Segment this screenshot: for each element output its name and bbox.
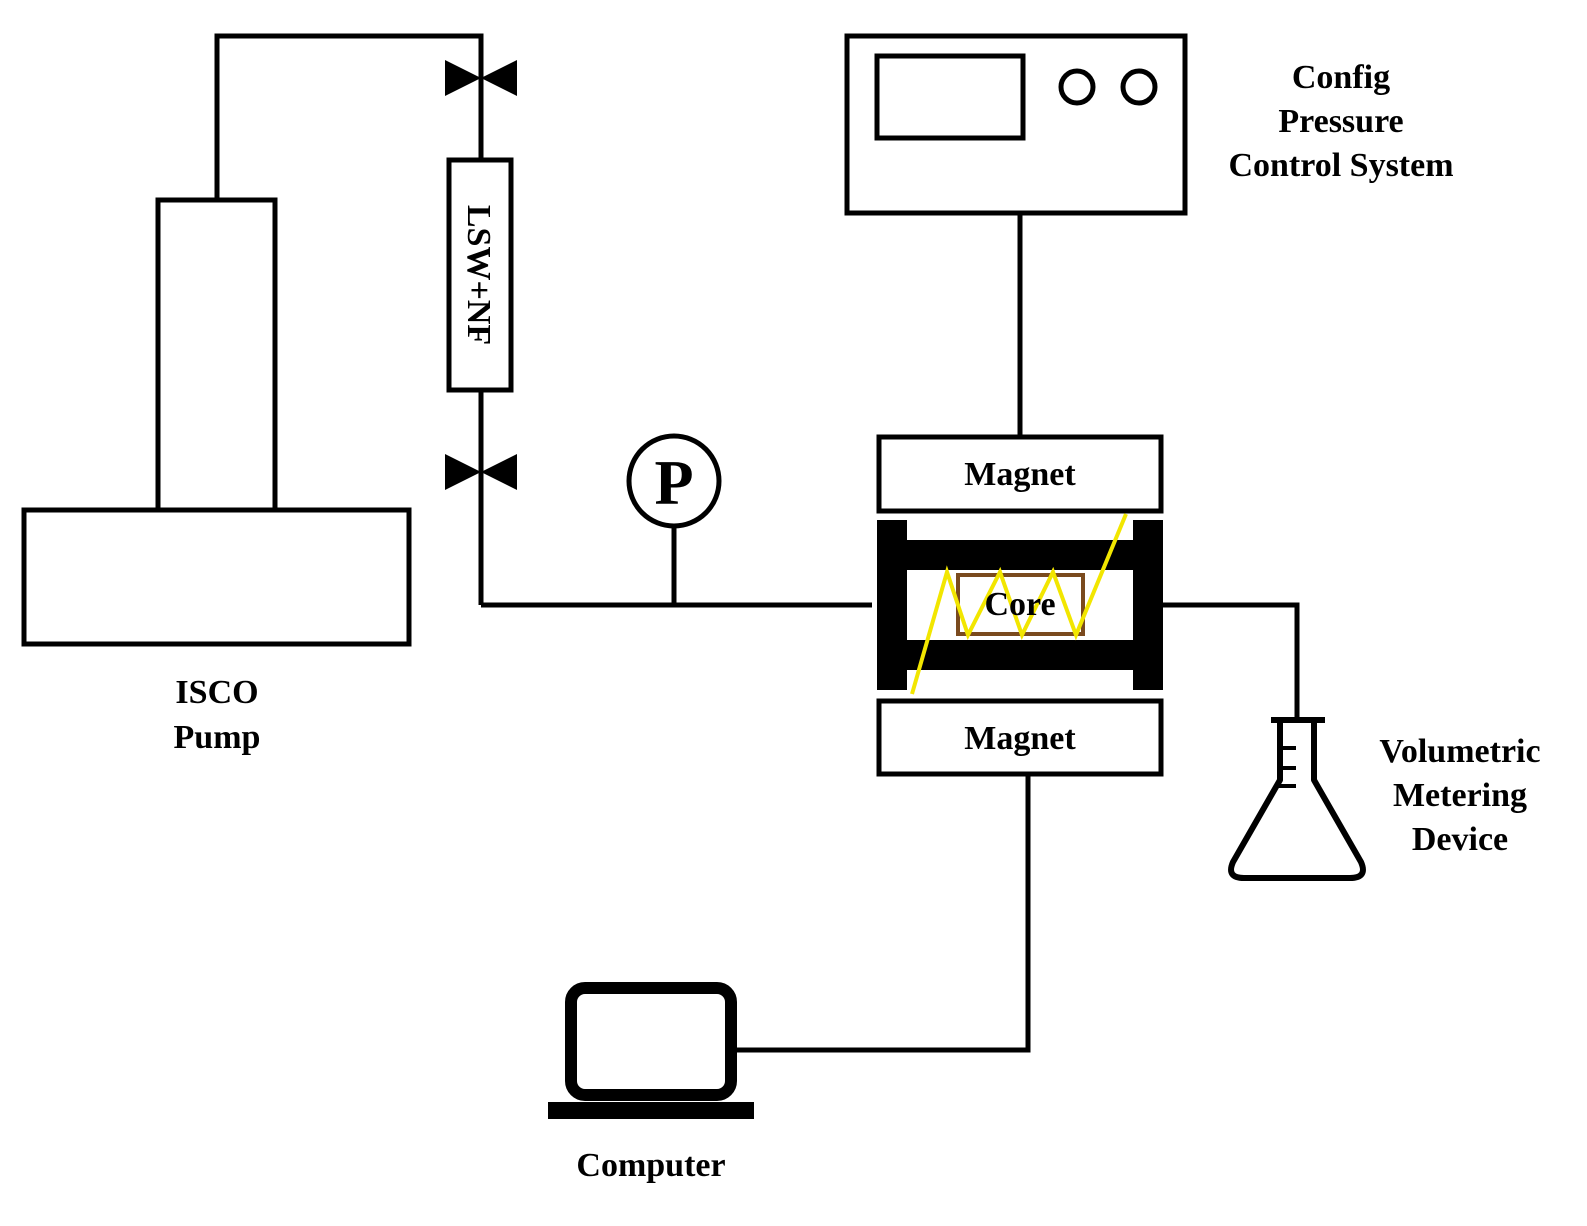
pump-cylinder xyxy=(155,197,278,513)
laptop-base xyxy=(548,1102,754,1119)
isco-pump xyxy=(21,197,412,647)
metering-label-line2: Metering xyxy=(1393,777,1527,814)
isco-pump-label-line1: ISCO xyxy=(175,674,258,711)
holder-wall-bottom xyxy=(905,640,1135,670)
flask-icon xyxy=(1228,717,1366,881)
pressure-control-unit xyxy=(844,33,1188,216)
isco-pump-label-line2: Pump xyxy=(174,719,261,756)
pressure-system-label-line3: Control System xyxy=(1228,147,1453,184)
magnet-top xyxy=(876,434,1164,514)
valve-top-icon xyxy=(445,60,517,96)
valve-bottom-icon xyxy=(445,454,517,490)
pressure-system-label-line2: Pressure xyxy=(1278,103,1403,140)
laptop-screen xyxy=(565,982,737,1101)
knob-left-icon xyxy=(1058,68,1096,106)
knob-right-icon xyxy=(1120,68,1158,106)
core-sample xyxy=(956,573,1085,636)
tubing-lines xyxy=(214,33,1300,1053)
pressure-gauge-icon xyxy=(626,433,722,529)
metering-label-line3: Device xyxy=(1412,821,1508,858)
magnet-top-label: Magnet xyxy=(964,456,1076,493)
holder-wall-top xyxy=(905,540,1135,570)
holder-end-left xyxy=(877,520,907,690)
computer-line xyxy=(737,774,1031,1053)
laptop-icon xyxy=(548,982,754,1119)
magnet-bottom-label: Magnet xyxy=(964,720,1076,757)
transfer-cylinder xyxy=(446,157,514,393)
pressure-system-label-line1: Config xyxy=(1292,59,1390,96)
computer-label: Computer xyxy=(576,1147,725,1184)
rf-coil xyxy=(910,513,1128,695)
holder-end-right xyxy=(1133,520,1163,690)
magnet-bottom xyxy=(876,698,1164,777)
pressure-control-screen xyxy=(874,53,1026,141)
pump-to-valve-line xyxy=(214,33,484,200)
pressure-gauge-label: P xyxy=(654,447,693,518)
pump-base xyxy=(21,507,412,647)
outlet-line xyxy=(1163,602,1300,718)
core-label: Core xyxy=(984,586,1055,623)
transfer-cylinder-label: LSW+NF xyxy=(460,205,497,345)
metering-label-line1: Volumetric xyxy=(1379,733,1540,770)
core-holder xyxy=(877,513,1163,695)
